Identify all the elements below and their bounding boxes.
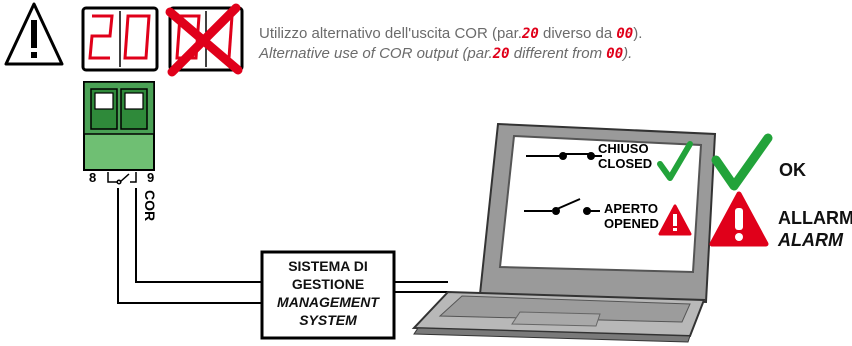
- screen-closed-label: CHIUSO CLOSED: [598, 141, 652, 171]
- cross-out-x-icon: [165, 3, 243, 77]
- screen-closed-it: CHIUSO: [598, 141, 649, 156]
- warning-triangle-icon: [4, 2, 64, 66]
- note-italian-suffix: ).: [633, 25, 643, 42]
- ok-label: OK: [779, 160, 806, 180]
- note-english-prefix: Alternative use of COR output (par.: [259, 45, 493, 62]
- wires: [117, 188, 449, 304]
- management-line-2: GESTIONE: [291, 276, 365, 292]
- laptop: [411, 122, 717, 343]
- open-contact-icon: [524, 198, 600, 215]
- alarm-label-en: ALARM: [778, 230, 843, 250]
- note-italian-value: 00: [616, 26, 634, 42]
- seven-seg-digit-0-crossed: [175, 14, 201, 60]
- note-english-mid: different from: [509, 45, 607, 62]
- seven-seg-digit-0: [123, 14, 151, 60]
- seven-seg-digit-1-crossed: [227, 15, 234, 59]
- note-italian-mid: diverso da: [538, 25, 617, 42]
- note-english-value: 00: [606, 46, 624, 62]
- screen-check-icon: [657, 141, 693, 181]
- screen-open-en: OPENED: [604, 216, 659, 231]
- screen-open-it: APERTO: [604, 201, 658, 216]
- terminal-cor-label: COR: [142, 190, 158, 222]
- management-system-box: [260, 250, 396, 340]
- alarm-label-it: ALLARME: [778, 208, 852, 228]
- management-line-3: MANAGEMENT: [277, 294, 379, 310]
- note-english: Alternative use of COR output (par.20 di…: [259, 45, 632, 62]
- management-system-text: SISTEMA DI GESTIONE MANAGEMENT SYSTEM: [262, 257, 394, 329]
- screen-closed-en: CLOSED: [598, 156, 653, 171]
- terminal-pin-9: 9: [147, 170, 155, 185]
- note-english-param: 20: [492, 46, 510, 62]
- alarm-triangle-icon: [709, 191, 769, 247]
- screen-alarm-icon: [658, 204, 692, 236]
- management-line-4: SYSTEM: [299, 312, 357, 328]
- note-italian-prefix: Utilizzo alternativo dell'uscita COR (pa…: [259, 25, 522, 42]
- display-box-current: [81, 6, 159, 72]
- screen-opened-label: APERTO OPENED: [604, 201, 659, 231]
- note-english-suffix: ).: [623, 45, 633, 62]
- closed-contact-icon: [526, 152, 602, 160]
- management-line-1: SISTEMA DI: [288, 258, 368, 274]
- note-italian: Utilizzo alternativo dell'uscita COR (pa…: [259, 25, 642, 42]
- terminal-block: [83, 81, 155, 171]
- seven-seg-digit-2: [88, 14, 114, 60]
- ok-check-icon: [711, 133, 773, 191]
- terminal-pin-8: 8: [89, 170, 97, 185]
- note-italian-param: 20: [521, 26, 539, 42]
- contact-symbol-icon: [107, 172, 137, 185]
